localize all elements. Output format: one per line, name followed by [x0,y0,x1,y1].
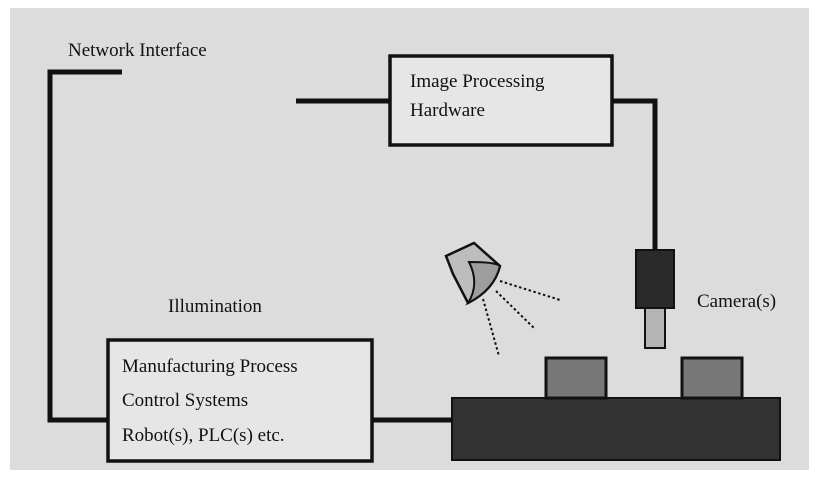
lamp-icon [444,241,502,306]
control-systems-label-line2: Control Systems [122,390,248,411]
processing-to-camera-line [612,98,658,250]
conveyor-belt [451,397,781,461]
camera-lens [644,307,666,349]
illumination-label: Illumination [168,296,262,317]
lamp-reflector [465,260,502,306]
control-systems-box [106,338,374,463]
camera-label: Camera(s) [697,291,776,312]
light-ray-2 [495,290,535,329]
workpiece-left [544,356,608,400]
image-processing-box [388,54,614,147]
image-processing-label-line1: Image Processing [410,71,545,92]
image-processing-label-line2: Hardware [410,100,485,121]
workpiece-right [680,356,744,400]
light-ray-1 [499,280,561,301]
network-interface-label: Network Interface [68,40,207,61]
camera-body [635,249,675,309]
network-interface-line [47,69,122,423]
control-systems-label-line3: Robot(s), PLC(s) etc. [122,425,285,446]
control-systems-label-line1: Manufacturing Process [122,356,298,377]
